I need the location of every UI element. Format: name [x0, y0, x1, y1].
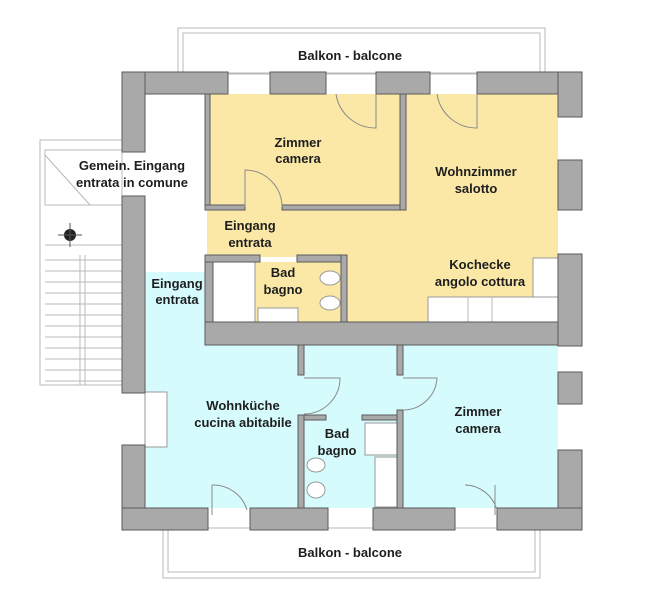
- kitchen-living-label: Wohnküche: [206, 398, 279, 413]
- kitchen-counter: [427, 296, 559, 324]
- entrance-yellow-label: Eingang: [224, 218, 275, 233]
- kitchen-unit: [144, 391, 168, 448]
- balcony-top-label: Balkon - balcone: [298, 48, 402, 63]
- balcony-top: [177, 27, 546, 75]
- common-entrance-label: Gemein. Eingang: [79, 158, 185, 173]
- fridge: [532, 257, 559, 298]
- door-swings: [211, 93, 498, 515]
- interior-walls: [204, 93, 559, 509]
- entrance-yellow-label-it: entrata: [228, 235, 272, 250]
- room-top-area: [210, 94, 402, 208]
- common-entrance-label-it: entrata in comune: [76, 175, 188, 190]
- room-top-label: Zimmer: [275, 135, 322, 150]
- balcony-bottom-label: Balkon - balcone: [298, 545, 402, 560]
- guest-area: [145, 272, 205, 508]
- bath-cyan-label-it: bagno: [318, 443, 357, 458]
- balcony-bottom: [162, 527, 541, 579]
- sink-cyan: [374, 456, 398, 508]
- toilet-cyan: [306, 481, 326, 499]
- entrance-yellow-low: [345, 255, 407, 325]
- entrance-cyan-label-it: entrata: [155, 292, 199, 307]
- bath-cyan-label: Bad: [325, 426, 350, 441]
- living-label: Wohnzimmer: [435, 164, 516, 179]
- room-right-label: Zimmer: [455, 404, 502, 419]
- bathtub: [212, 261, 256, 333]
- bidet-cyan: [306, 457, 326, 473]
- toilet: [319, 270, 341, 286]
- entrance-cyan-label: Eingang: [151, 276, 202, 291]
- entrance-yellow-area: [207, 207, 407, 257]
- outer-walls: [121, 71, 583, 531]
- shower: [364, 422, 398, 456]
- bath-yellow-label-it: bagno: [264, 282, 303, 297]
- staircase: [39, 139, 123, 386]
- common-corridor: [145, 94, 207, 272]
- bath-yellow-label: Bad: [271, 265, 296, 280]
- bidet: [319, 295, 341, 311]
- living-label-it: salotto: [455, 181, 498, 196]
- room-right-label-it: camera: [455, 421, 501, 436]
- kitchenette-label-it: angolo cottura: [435, 274, 526, 289]
- kitchen-living-label-it: cucina abitabile: [194, 415, 292, 430]
- living-area: [404, 94, 558, 324]
- kitchenette-label: Kochecke: [449, 257, 510, 272]
- room-top-label-it: camera: [275, 151, 321, 166]
